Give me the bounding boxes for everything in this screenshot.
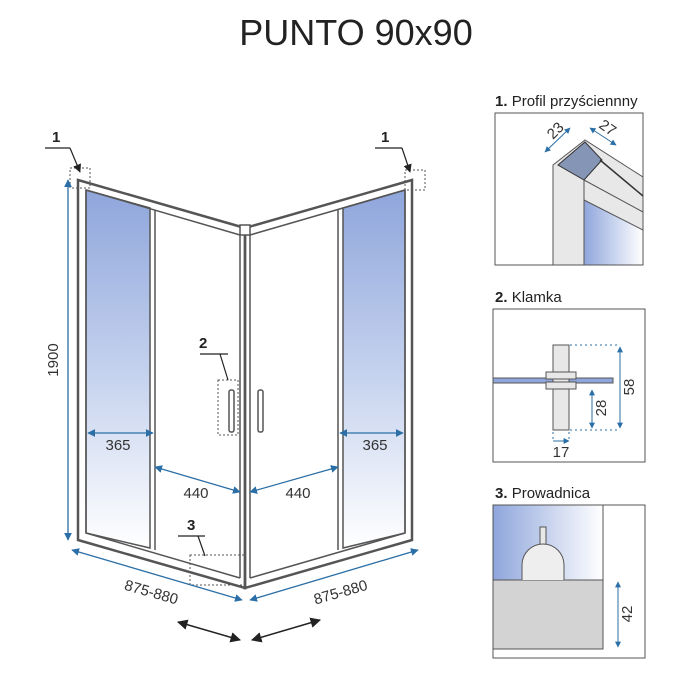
detail-3-guide: 42 [492, 504, 646, 659]
right-fixed-glass [342, 189, 406, 549]
fixed-left-label: 365 [105, 437, 130, 454]
detail-2-dim-17: 17 [553, 444, 570, 461]
left-handle [228, 389, 235, 433]
width-left-label: 875-880 [122, 577, 180, 609]
detail-1-wall-profile: 23 27 [494, 112, 644, 266]
left-fixed-glass [85, 189, 151, 549]
callout-3: 3 [187, 517, 195, 534]
detail-1-title: 1. Profil przyściennny [495, 93, 638, 110]
detail-3-title: 3. Prowadnica [495, 485, 591, 502]
detail-2-dim-58: 58 [621, 379, 638, 396]
right-frame [243, 178, 414, 590]
detail-2-handle: 58 28 17 [492, 308, 646, 463]
width-right-label: 875-880 [312, 577, 370, 609]
right-handle [257, 389, 264, 433]
door-right-label: 440 [285, 485, 310, 502]
detail-3-dim-42: 42 [619, 606, 636, 623]
detail-1-dim-27: 27 [596, 116, 619, 139]
callout-1-left: 1 [52, 129, 60, 146]
height-label: 1900 [45, 343, 62, 376]
callout-2: 2 [199, 335, 207, 352]
page-title: PUNTO 90x90 [239, 12, 472, 53]
fixed-right-label: 365 [362, 437, 387, 454]
door-left-label: 440 [183, 485, 208, 502]
shower-enclosure [76, 178, 414, 590]
callout-1-right: 1 [381, 129, 389, 146]
sliding-direction-arrows [176, 617, 322, 643]
detail-2-dim-28: 28 [593, 400, 610, 417]
detail-2-title: 2. Klamka [495, 289, 562, 306]
